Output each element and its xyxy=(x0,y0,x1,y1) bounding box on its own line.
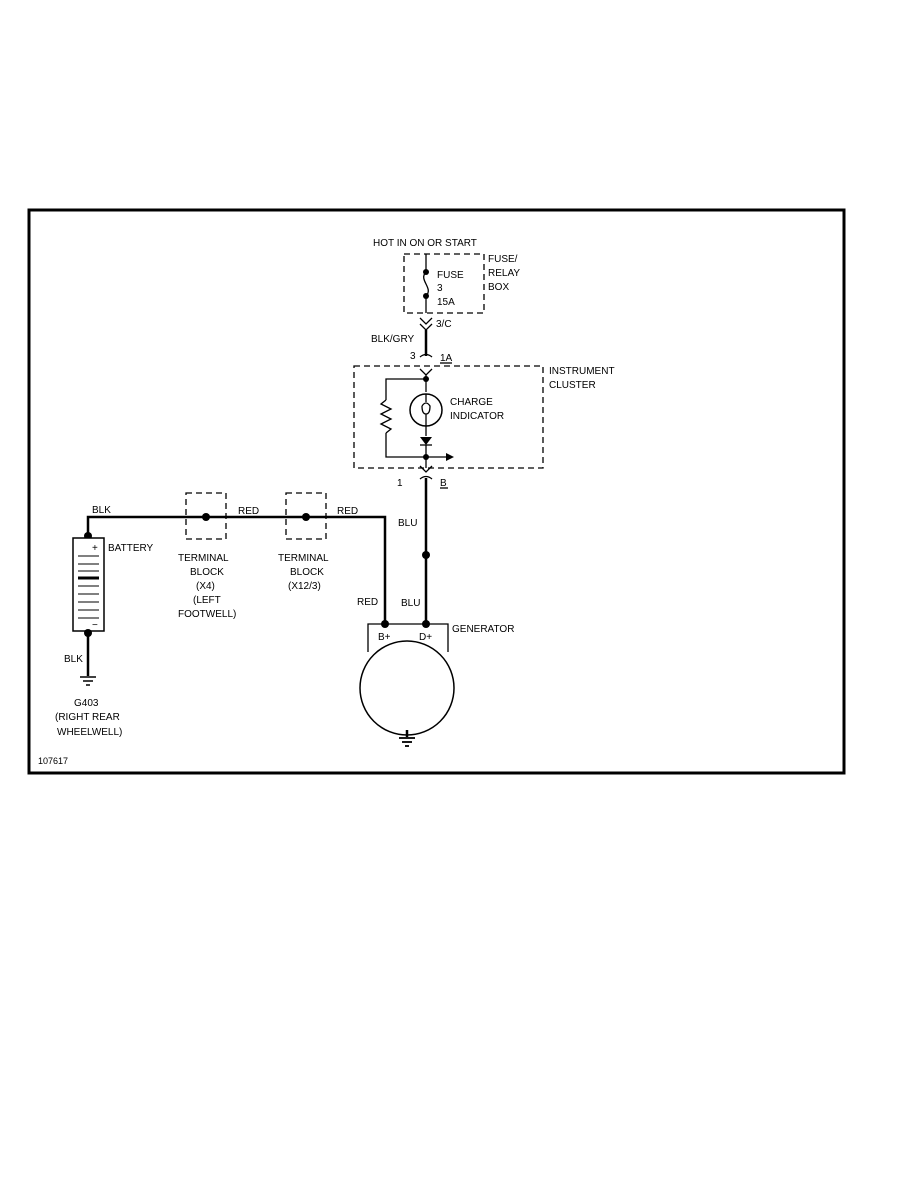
resistor xyxy=(379,399,393,434)
terminal-block-x4 xyxy=(185,492,227,540)
connector-b xyxy=(419,465,433,480)
diagram-frame xyxy=(27,208,846,775)
red-label-2: RED xyxy=(337,506,358,517)
connector-3c-label: 3/C xyxy=(436,319,452,330)
terminal-block-x12-3-node xyxy=(302,513,310,521)
ground-g403-icon xyxy=(80,676,96,686)
blk-gry-label: BLK/GRY xyxy=(371,334,414,345)
fuse-label: FUSE xyxy=(437,270,464,281)
generator-terminal-box xyxy=(367,623,449,652)
terminal-block-x12-3 xyxy=(285,492,327,540)
g403-label: G403 xyxy=(74,698,99,709)
figure-id: 107617 xyxy=(38,756,68,766)
tb2-label-2: BLOCK xyxy=(290,567,324,578)
fuse-relay-box xyxy=(403,253,485,314)
fuse-amperage: 15A xyxy=(437,297,455,308)
generator-b-plus-terminal xyxy=(381,620,389,628)
instrument-cluster-box xyxy=(353,365,544,469)
charge-label-1: CHARGE xyxy=(450,397,493,408)
generator-d-plus-terminal xyxy=(422,620,430,628)
g403-label-2: (RIGHT REAR xyxy=(55,712,120,723)
blk-top-label: BLK xyxy=(92,505,111,516)
generator-label: GENERATOR xyxy=(452,624,514,635)
diode xyxy=(420,437,432,445)
pin-1a-label: 1A xyxy=(440,353,453,364)
b-plus-label: B+ xyxy=(378,632,391,643)
tb1-label-5: FOOTWELL) xyxy=(178,609,236,620)
g403-label-3: WHEELWELL) xyxy=(57,727,122,738)
pin-3-label: 3 xyxy=(410,351,416,362)
fuse-relay-label-1: FUSE/ xyxy=(488,254,518,265)
terminal-block-x4-node xyxy=(202,513,210,521)
battery-label: BATTERY xyxy=(108,543,154,554)
tb1-label-3: (X4) xyxy=(196,581,215,592)
charge-label-2: INDICATOR xyxy=(450,411,504,422)
pin-b-label: B xyxy=(440,478,447,489)
output-arrow xyxy=(446,453,454,461)
hot-label: HOT IN ON OR START xyxy=(373,238,477,249)
battery-plus: + xyxy=(92,543,98,554)
tb2-label-3: (X12/3) xyxy=(288,581,321,592)
fuse-relay-label-3: BOX xyxy=(488,282,509,293)
blk-bottom-label: BLK xyxy=(64,654,83,665)
cluster-label-1: INSTRUMENT xyxy=(549,366,615,377)
battery-cells xyxy=(78,555,99,619)
fuse-element xyxy=(423,271,429,297)
resistor-top-wire xyxy=(385,378,426,400)
red-label-1: RED xyxy=(238,506,259,517)
connector-3c xyxy=(419,317,433,331)
tb1-label-2: BLOCK xyxy=(190,567,224,578)
tb2-label-1: TERMINAL xyxy=(278,553,329,564)
fuse-relay-label-2: RELAY xyxy=(488,268,520,279)
cluster-label-2: CLUSTER xyxy=(549,380,596,391)
bulb-filament xyxy=(421,394,431,426)
blu-upper-label: BLU xyxy=(398,518,417,529)
blu-splice xyxy=(422,551,430,559)
tb1-label-1: TERMINAL xyxy=(178,553,229,564)
d-plus-label: D+ xyxy=(419,632,432,643)
connector-1a xyxy=(419,353,433,376)
red-label-3: RED xyxy=(357,597,378,608)
battery xyxy=(72,537,105,632)
resistor-bottom-wire xyxy=(385,433,426,458)
battery-positive-wire xyxy=(86,515,387,622)
tb1-label-4: (LEFT xyxy=(193,595,221,606)
fuse-number: 3 xyxy=(437,283,443,294)
generator-ground-icon xyxy=(399,737,415,747)
generator xyxy=(359,640,455,736)
pin-1-label: 1 xyxy=(397,478,403,489)
blu-lower-label: BLU xyxy=(401,598,420,609)
battery-minus: − xyxy=(92,620,98,631)
